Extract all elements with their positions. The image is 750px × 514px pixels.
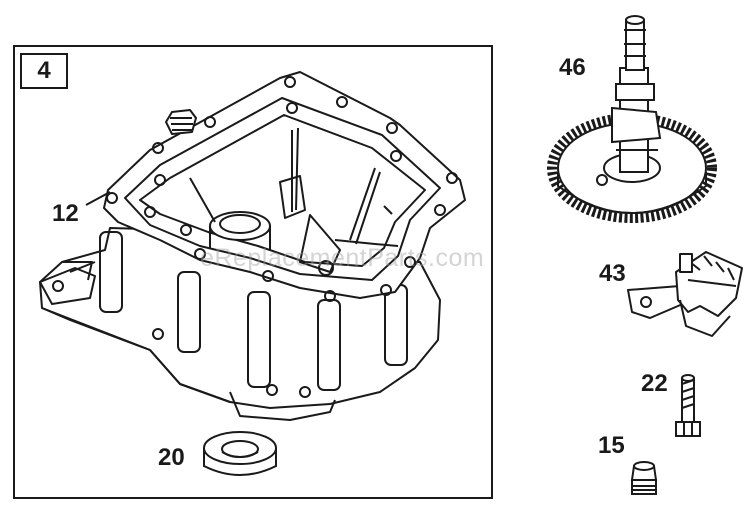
watermark-text: eReplacementParts.com [200,244,485,272]
oil-seal-part [203,431,277,476]
callout-46[interactable]: 46 [559,54,586,81]
callout-22[interactable]: 22 [641,370,668,397]
group-number: 4 [37,57,51,84]
callout-12[interactable]: 12 [52,200,79,227]
callout-15[interactable]: 15 [598,432,625,459]
callout-20[interactable]: 20 [158,444,185,471]
governor-part [627,251,743,337]
callout-43[interactable]: 43 [599,260,626,287]
plug-part [630,461,658,495]
group-frame [13,45,493,499]
camshaft-gear-part [547,15,717,223]
group-number-box: 4 [20,53,68,89]
bolt-part [675,374,701,437]
sump-cover-part [39,71,466,421]
